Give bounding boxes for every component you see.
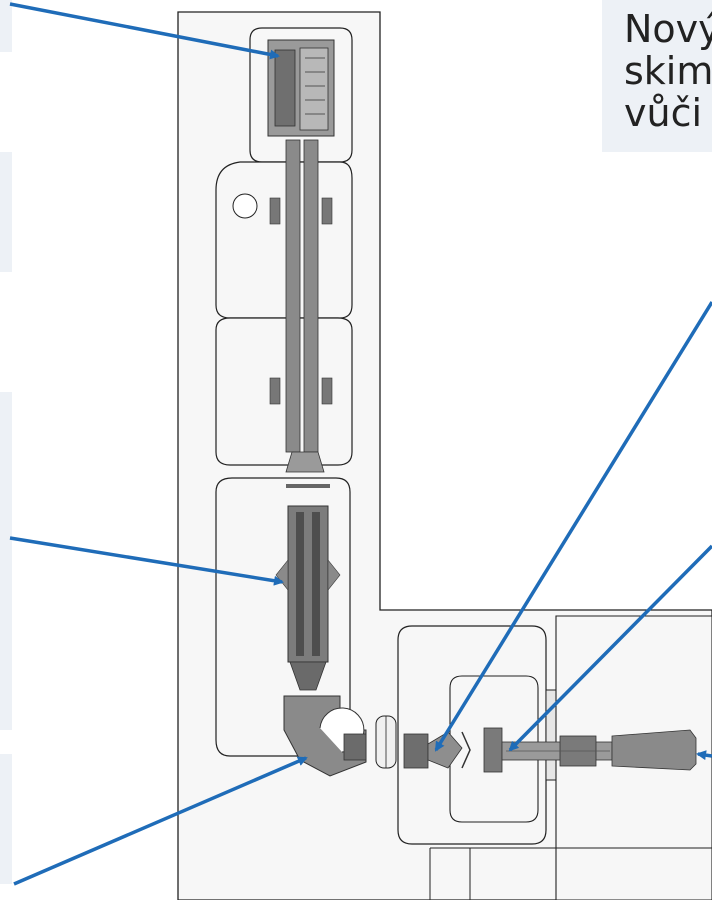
transfer-rod-left [285,139,301,453]
description-line-2: skim [624,50,712,92]
transfer-chamber-1 [215,161,353,319]
ion-guide-horizontal-head [483,727,503,773]
ion-guide-tip [289,661,327,691]
description-line-1: Nový [624,8,712,50]
callout-panel-mid-left-1 [0,152,12,272]
rod-coupling [285,451,325,473]
port-circle [232,193,258,219]
arrow-skimmer [434,301,712,752]
arrow-ion-guide [9,536,284,586]
callout-panel-top-left [0,0,12,52]
transfer-rod-right [303,139,319,453]
ion-guide-assembly [287,505,329,663]
description-line-3: vůči [624,92,703,134]
callout-panel-mid-left-2 [0,392,12,730]
arrow-horizontal-guide-end [696,750,712,761]
description-box: Nový skim vůči [602,0,712,152]
arrow-horizontal-guide-head [508,544,712,752]
arrow-deflector [13,756,308,886]
ion-guide-horizontal-end [611,729,697,771]
arrow-top-mechanism [9,2,280,60]
skimmer-holder [403,733,429,769]
callout-panel-bottom-left [0,754,12,884]
